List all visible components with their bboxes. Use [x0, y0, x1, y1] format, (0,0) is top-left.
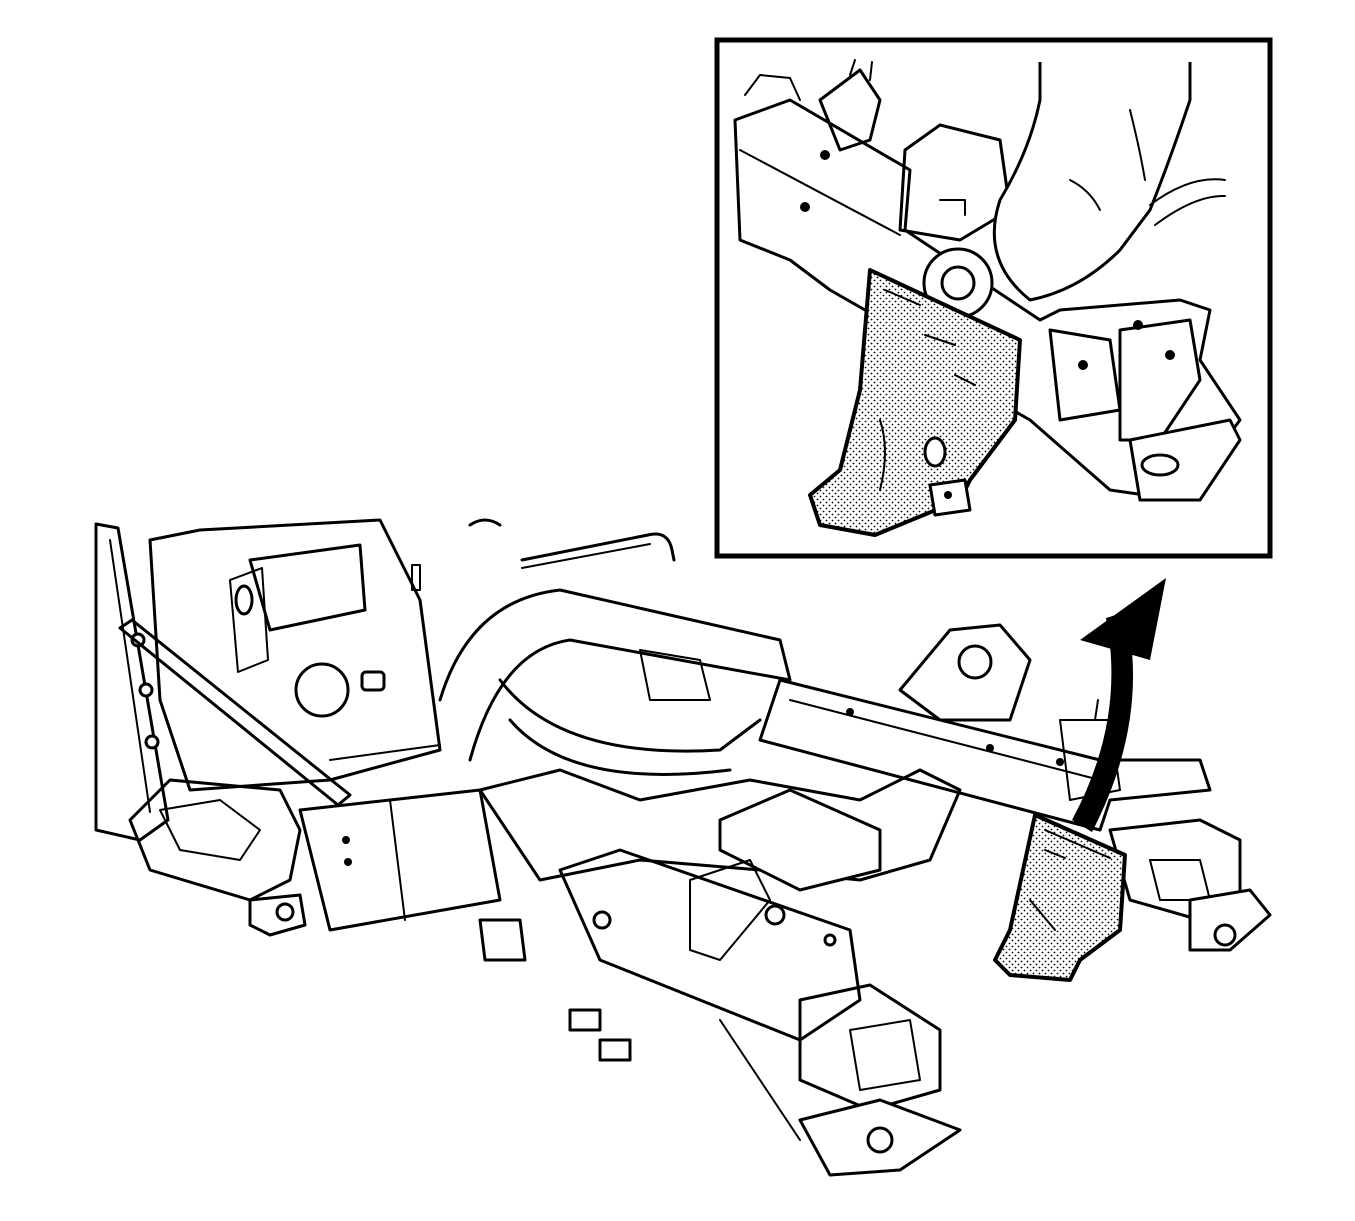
- highlighted-bracket: [993, 813, 1127, 982]
- left-pillar: [94, 522, 170, 842]
- front-frame-assembly: [94, 518, 1272, 1177]
- center-plate: [718, 788, 882, 892]
- right-upper-mount: [898, 623, 1032, 722]
- hand-with-grinder: [992, 62, 1192, 302]
- front-rail-lower: [558, 848, 862, 1042]
- front-bracket-box: [798, 983, 942, 1112]
- left-mount: [128, 778, 302, 902]
- upper-rail-left: [438, 588, 792, 762]
- detail-inset: [714, 37, 1273, 559]
- removal-arrow: [1072, 578, 1166, 832]
- diagonal-brace: [118, 618, 352, 807]
- firewall-panel: [148, 518, 442, 792]
- left-frame-rail: [298, 788, 502, 932]
- center-crossmember: [478, 768, 962, 882]
